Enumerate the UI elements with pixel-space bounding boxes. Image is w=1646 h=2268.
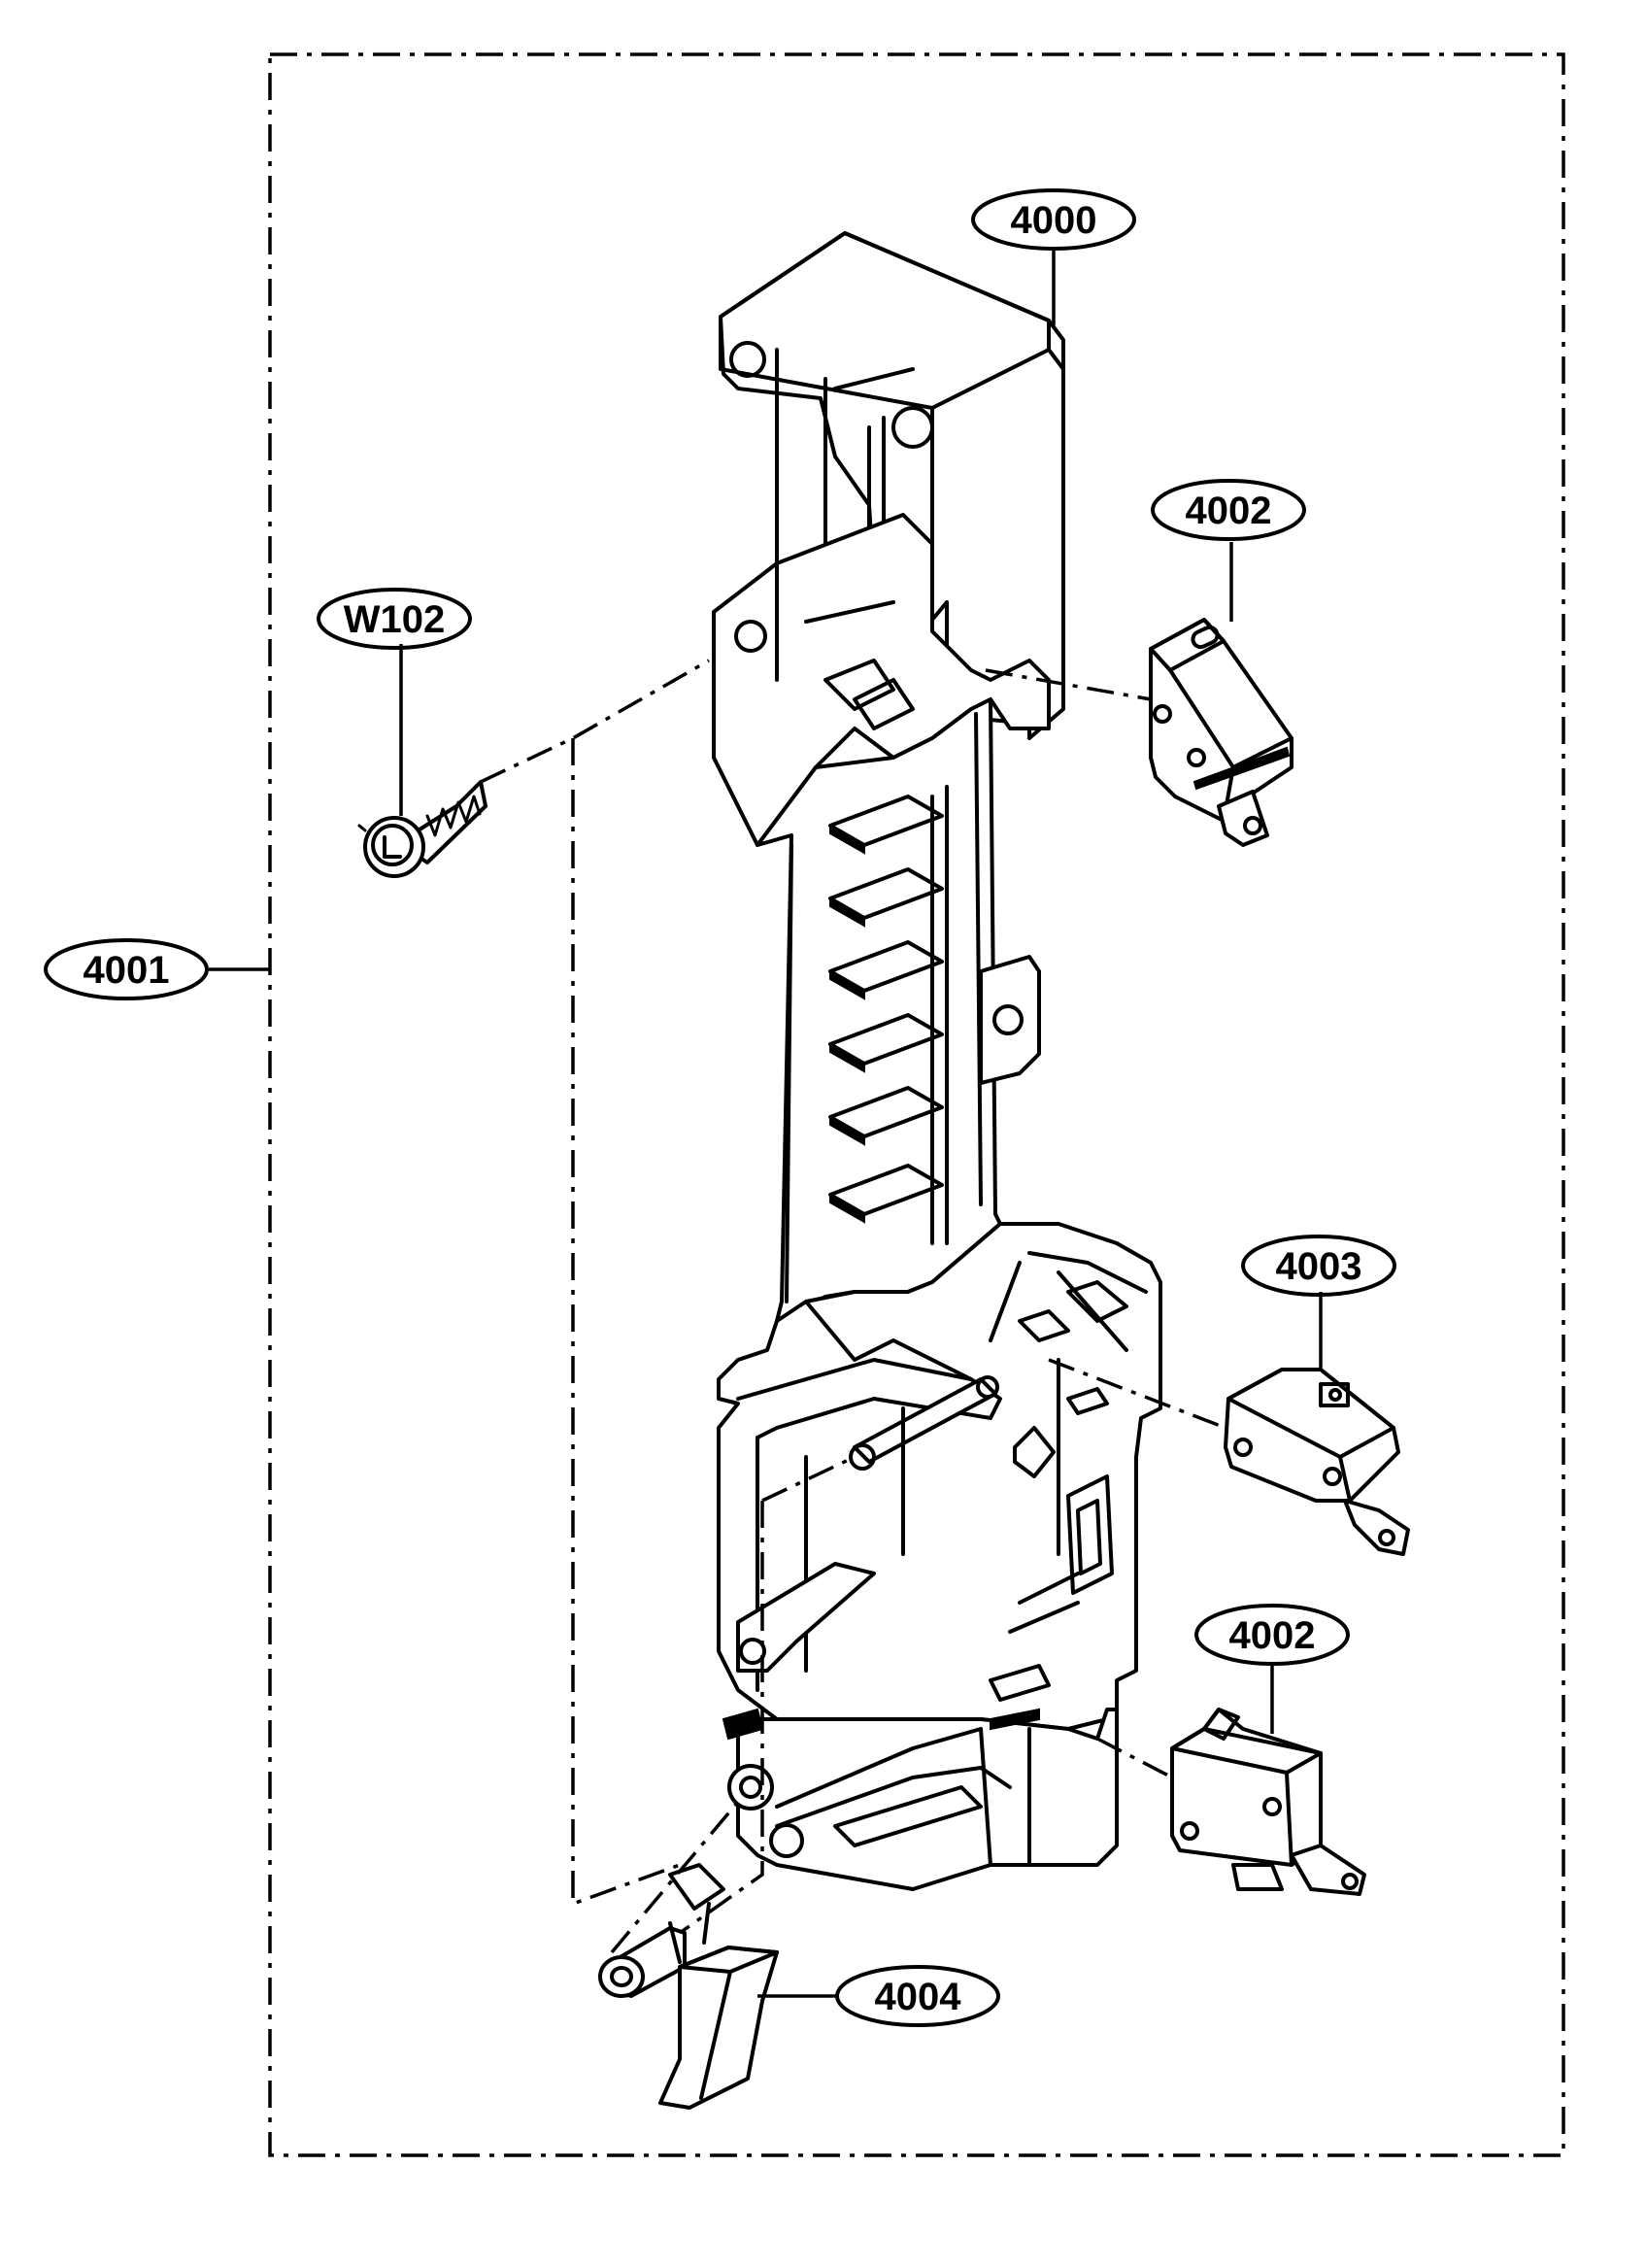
callout-4003-label: 4003 <box>1276 1245 1362 1288</box>
callout-w102-label: W102 <box>344 598 446 641</box>
screw-guide-line <box>571 738 681 1907</box>
latch-board-part <box>712 231 1162 1891</box>
microswitch-middle-part <box>1224 1368 1410 1556</box>
callout-4000-label: 4000 <box>1011 199 1097 242</box>
callout-4002-top: 4002 <box>1151 479 1306 541</box>
screw-part <box>357 780 487 878</box>
assembly-boundary <box>268 52 1565 2157</box>
lever-part <box>598 1863 779 2110</box>
callout-4002-bottom: 4002 <box>1194 1604 1350 1666</box>
switch-middle-assembly-line <box>1048 1358 1226 1430</box>
lever-assembly-line-3 <box>610 1800 740 1954</box>
callout-4002-bottom-label: 4002 <box>1229 1614 1316 1657</box>
microswitch-bottom-part <box>1170 1708 1366 1896</box>
callout-w102: W102 <box>317 588 472 650</box>
microswitch-top-part <box>1149 618 1293 847</box>
callout-4002-top-label: 4002 <box>1186 490 1272 532</box>
callout-4000: 4000 <box>971 188 1136 251</box>
screw-assembly-line <box>480 659 710 784</box>
lever-assembly-line-2 <box>678 1501 764 1935</box>
callout-4001: 4001 <box>44 938 209 1000</box>
callout-4004: 4004 <box>835 1965 1000 2027</box>
lever-assembly-line-1 <box>761 1455 856 1503</box>
callout-4001-label: 4001 <box>84 949 170 992</box>
switch-bottom-assembly-line <box>1096 1737 1173 1779</box>
callout-4003: 4003 <box>1241 1235 1396 1297</box>
rib-slats <box>828 795 944 1224</box>
callout-4004-label: 4004 <box>875 1976 962 2018</box>
